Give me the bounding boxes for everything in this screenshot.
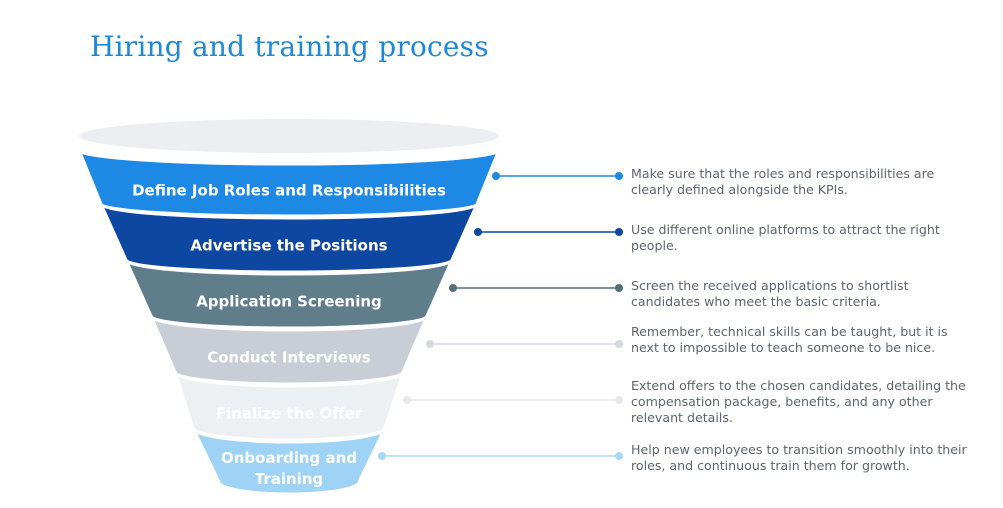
stage-description-2: Use different online platforms to attrac… bbox=[631, 222, 940, 253]
funnel-top-opening bbox=[79, 119, 499, 153]
funnel-stage-label: Conduct Interviews bbox=[207, 349, 371, 367]
connector-dot-start bbox=[378, 452, 386, 460]
stage-description-1: Make sure that the roles and responsibil… bbox=[631, 166, 935, 197]
stage-description-3: Screen the received applications to shor… bbox=[631, 278, 909, 309]
funnel-stage-label: Onboarding and bbox=[221, 449, 357, 467]
connector-dot-start bbox=[403, 396, 411, 404]
connector-dot-start bbox=[474, 228, 482, 236]
funnel-stage-5 bbox=[173, 371, 405, 442]
connector-dot-start bbox=[426, 340, 434, 348]
funnel-stage-label: Advertise the Positions bbox=[190, 237, 387, 255]
connector-dot-end bbox=[615, 396, 623, 404]
funnel-stage-3 bbox=[124, 259, 454, 330]
connector-dot-end bbox=[615, 284, 623, 292]
connector-dot-start bbox=[449, 284, 457, 292]
funnel-stage-1 bbox=[77, 149, 501, 218]
stage-description-6: Help new employees to transition smoothl… bbox=[631, 442, 967, 473]
funnel-stage-4 bbox=[149, 315, 429, 386]
funnel-stage-label: Training bbox=[255, 470, 323, 488]
connector-dot-start bbox=[492, 172, 500, 180]
stage-description-4: Remember, technical skills can be taught… bbox=[631, 324, 948, 355]
funnel-stage-2 bbox=[99, 203, 479, 274]
funnel-stage-label: Define Job Roles and Responsibilities bbox=[132, 182, 446, 200]
page-title: Hiring and training process bbox=[90, 30, 489, 63]
funnel-stage-6 bbox=[191, 427, 387, 496]
connector-dot-end bbox=[615, 172, 623, 180]
connector-dot-end bbox=[615, 340, 623, 348]
connector-dot-end bbox=[615, 228, 623, 236]
connector-dot-end bbox=[615, 452, 623, 460]
funnel-stage-label: Finalize the Offer bbox=[216, 405, 363, 423]
funnel-stage-label: Application Screening bbox=[196, 293, 382, 311]
stage-description-5: Extend offers to the chosen candidates, … bbox=[631, 378, 966, 425]
